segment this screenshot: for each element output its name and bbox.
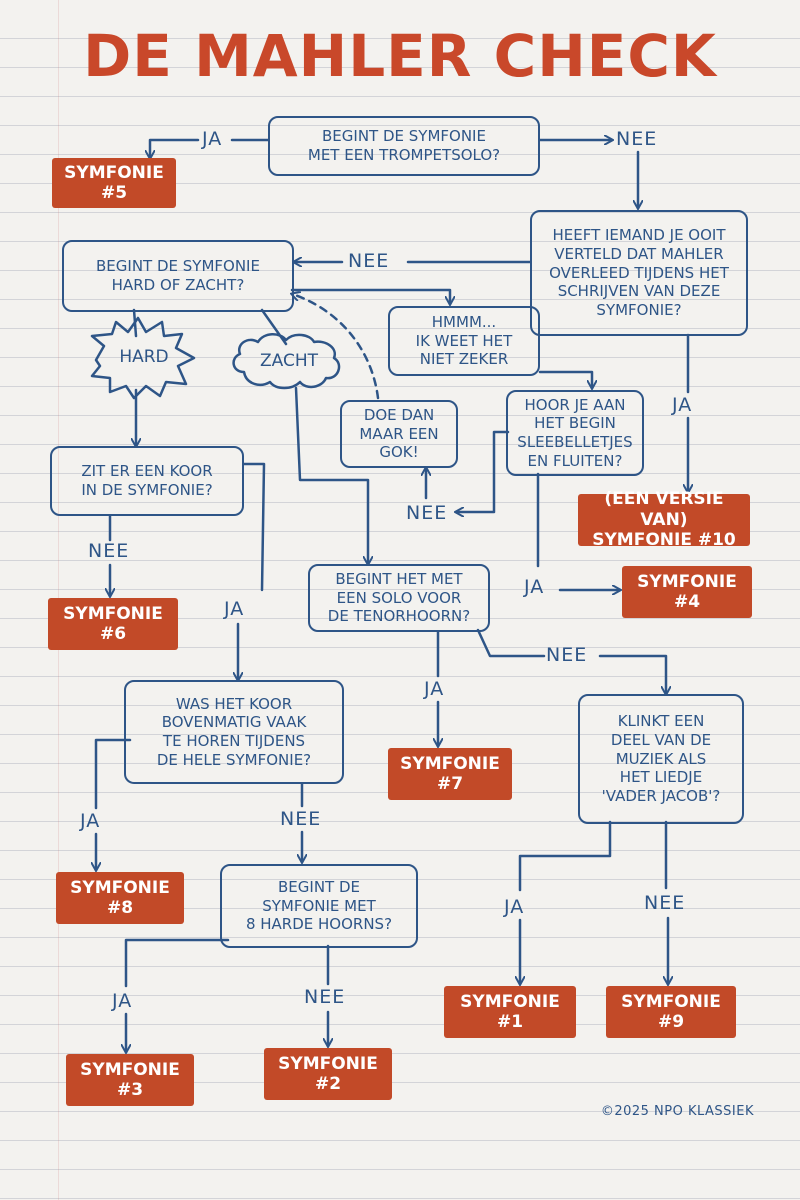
label-nee-bells: NEE	[406, 502, 448, 524]
arrow-guess-loud	[292, 294, 380, 400]
hard-burst-shape	[90, 316, 196, 400]
arrow-choir-often-ja	[94, 738, 132, 810]
label-ja-died: JA	[672, 394, 693, 416]
question-not-sure: HMMM... IK WEET HET NIET ZEKER	[388, 306, 540, 376]
hard-label: HARD	[119, 347, 169, 367]
result-symfonie-4: SYMFONIE #4	[622, 566, 752, 618]
arrow-loud-zacht	[260, 308, 288, 346]
label-nee-tenor: NEE	[546, 644, 588, 666]
question-trumpet-solo: BEGINT DE SYMFONIE MET EEN TROMPETSOLO?	[268, 116, 540, 176]
arrow-tenor-nee	[476, 628, 546, 658]
label-nee-died: NEE	[348, 250, 390, 272]
result-symfonie-9: SYMFONIE #9	[606, 986, 736, 1038]
zacht-cloud-shape	[232, 333, 341, 390]
label-ja-choir-often: JA	[80, 810, 101, 832]
result-symfonie-2: SYMFONIE #2	[264, 1048, 392, 1100]
question-choir-often: WAS HET KOOR BOVENMATIG VAAK TE HOREN TI…	[124, 680, 344, 784]
label-nee-choir-often: NEE	[280, 808, 322, 830]
result-symfonie-6: SYMFONIE #6	[48, 598, 178, 650]
result-symfonie-7: SYMFONIE #7	[388, 748, 512, 800]
result-symfonie-3: SYMFONIE #3	[66, 1054, 194, 1106]
question-eight-horns: BEGINT DE SYMFONIE MET 8 HARDE HOORNS?	[220, 864, 418, 948]
arrow-nee-jacob	[598, 654, 666, 694]
copyright-notice: ©2025 NPO KLASSIEK	[600, 1104, 754, 1119]
result-symfonie-5: SYMFONIE #5	[52, 158, 176, 208]
arrow-bells-nee	[456, 430, 510, 512]
arrow-ja-s5	[150, 138, 200, 158]
result-symfonie-1: SYMFONIE #1	[444, 986, 576, 1038]
arrow-jacob-ja	[518, 820, 612, 892]
zacht-label: ZACHT	[259, 351, 318, 371]
label-ja-tenor: JA	[424, 678, 445, 700]
label-nee-horns: NEE	[304, 986, 346, 1008]
question-take-a-guess: DOE DAN MAAR EEN GOK!	[340, 400, 458, 468]
question-choir: ZIT ER EEN KOOR IN DE SYMFONIE?	[50, 446, 244, 516]
label-nee-trumpet: NEE	[616, 128, 658, 150]
label-ja-choir: JA	[224, 598, 245, 620]
page-title: DE MAHLER CHECK	[83, 22, 717, 90]
result-symfonie-10: (EEN VERSIE VAN) SYMFONIE #10	[578, 489, 750, 550]
arrow-choir-ja	[242, 462, 266, 592]
arrow-zacht-tenor	[294, 386, 368, 564]
question-loud-or-soft: BEGINT DE SYMFONIE HARD OF ZACHT?	[62, 240, 294, 312]
arrow-unsure-bells	[538, 370, 592, 388]
label-nee-jacob: NEE	[644, 892, 686, 914]
question-sleigh-bells: HOOR JE AAN HET BEGIN SLEEBELLETJES EN F…	[506, 390, 644, 476]
label-ja-jacob: JA	[504, 896, 525, 918]
arrow-horns-ja	[124, 938, 230, 988]
question-mahler-died: HEEFT IEMAND JE OOIT VERTELD DAT MAHLER …	[530, 210, 748, 336]
label-nee-choir: NEE	[88, 540, 130, 562]
arrow-loud-unsure	[290, 288, 450, 304]
question-vader-jacob: KLINKT EEN DEEL VAN DE MUZIEK ALS HET LI…	[578, 694, 744, 824]
question-tenor-horn: BEGINT HET MET EEN SOLO VOOR DE TENORHOO…	[308, 564, 490, 632]
label-ja-bells: JA	[524, 576, 545, 598]
result-symfonie-8: SYMFONIE #8	[56, 872, 184, 924]
label-ja-trumpet: JA	[202, 128, 223, 150]
label-ja-horns: JA	[112, 990, 133, 1012]
